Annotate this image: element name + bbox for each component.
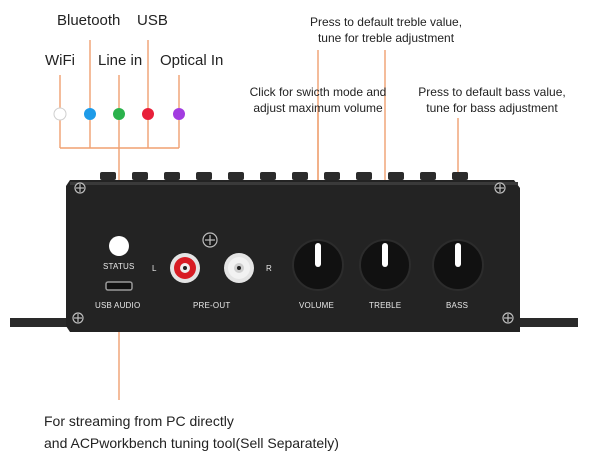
bass-annotation-line-2: tune for bass adjustment: [426, 101, 558, 115]
right-channel-text: R: [266, 264, 272, 273]
panel-highlight: [70, 182, 518, 185]
bass-annotation-line-1: Press to default bass value,: [418, 85, 566, 99]
volume-annotation-line-1: Click for swicth mode and: [249, 85, 387, 99]
wifi-led: [53, 107, 67, 121]
bluetooth-label: Bluetooth: [57, 12, 121, 29]
optical-in-label: Optical In: [160, 52, 224, 69]
amplifier-body: [10, 172, 578, 332]
usb-audio-annotation-line-2: and ACPworkbench tuning tool(Sell Separa…: [44, 435, 339, 451]
bluetooth-led: [84, 108, 96, 120]
left-flange: [10, 318, 70, 327]
heatsink-fins: [100, 172, 468, 180]
rca-right-jack[interactable]: [224, 253, 254, 283]
bass-knob[interactable]: [432, 239, 484, 291]
volume-annotation-line-2: adjust maximum volume: [253, 101, 383, 115]
volume-knob[interactable]: [292, 239, 344, 291]
usb-label: USB: [137, 12, 168, 29]
left-channel-text: L: [152, 264, 157, 273]
usb-port[interactable]: [105, 281, 133, 291]
line-in-label: Line in: [98, 52, 143, 69]
treble-knob[interactable]: [359, 239, 411, 291]
usb-led: [142, 108, 154, 120]
right-flange: [514, 318, 578, 327]
pre-out-text: PRE-OUT: [193, 301, 231, 310]
optical-led: [173, 108, 185, 120]
treble-annotation-line-1: Press to default treble value,: [309, 15, 463, 29]
usb-audio-text: USB AUDIO: [95, 301, 141, 310]
volume-annotation: Click for swicth mode and adjust maximum…: [228, 84, 408, 116]
corner-screws: [72, 182, 514, 324]
status-led: [109, 236, 129, 256]
bass-annotation: Press to default bass value, tune for ba…: [402, 84, 582, 116]
rca-left-jack[interactable]: [170, 253, 200, 283]
bass-text: BASS: [446, 301, 469, 310]
usb-audio-annotation: For streaming from PC directly and ACPwo…: [44, 410, 339, 454]
treble-annotation: Press to default treble value, tune for …: [296, 14, 476, 46]
status-text: STATUS: [103, 262, 135, 271]
volume-text: VOLUME: [299, 301, 334, 310]
treble-text: TREBLE: [369, 301, 402, 310]
treble-annotation-line-2: tune for treble adjustment: [317, 31, 455, 45]
front-panel: [66, 180, 520, 332]
wifi-label: WiFi: [45, 52, 75, 69]
usb-audio-annotation-line-1: For streaming from PC directly: [44, 413, 234, 429]
linein-led: [113, 108, 125, 120]
